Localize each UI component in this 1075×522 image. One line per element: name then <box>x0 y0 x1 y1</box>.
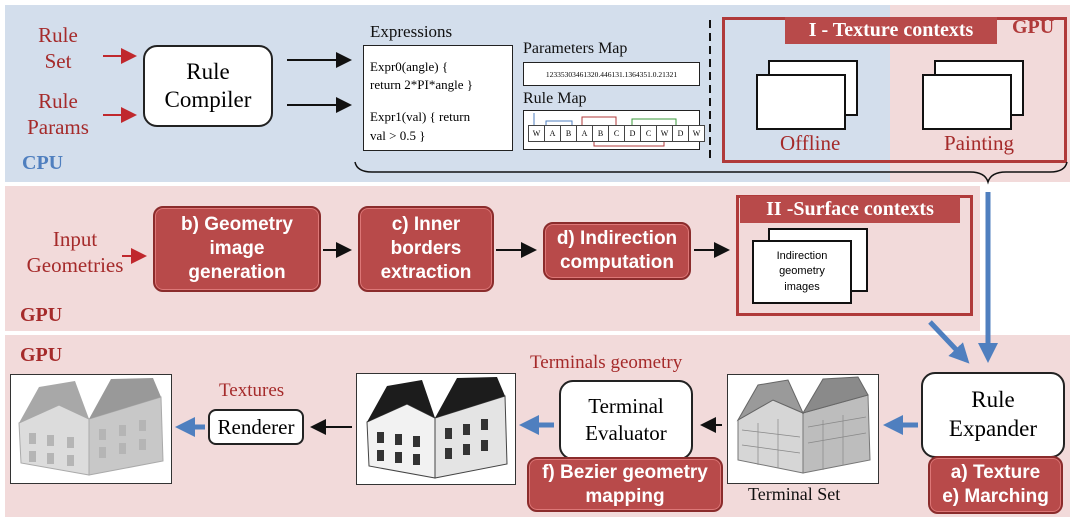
bezier-geometry-mapping-label: f) Bezier geometry mapping <box>542 461 708 507</box>
terminal-set-house-icon <box>736 376 871 474</box>
cpu-label: CPU <box>22 152 64 174</box>
painting-label: Painting <box>944 131 1015 155</box>
rule-map-cell: C <box>608 125 625 142</box>
parameters-map-title: Parameters Map <box>523 40 628 57</box>
offline-sheet-front <box>756 74 846 130</box>
rule-map-title: Rule Map <box>523 90 587 107</box>
renderer-box: Renderer <box>208 409 304 445</box>
rule-map-cell: D <box>624 125 641 142</box>
rule-map-cell: W <box>528 125 545 142</box>
expression-1: Expr1(val) { return val > 0.5 } <box>370 109 471 143</box>
expression-0: Expr0(angle) { return 2*PI*angle } <box>370 59 473 93</box>
surface-contexts-header: II -Surface contexts <box>740 196 960 223</box>
rule-map-cell: W <box>688 125 705 142</box>
rule-expander-box: Rule Expander <box>921 372 1065 458</box>
rule-map-cell: C <box>640 125 657 142</box>
rule-map-cells: W A B A B C D C W D W <box>528 125 705 142</box>
expressions-box: Expr0(angle) { return 2*PI*angle } Expr1… <box>363 45 513 151</box>
indirection-geometry-images-label: Indirection geometry images <box>776 249 828 293</box>
renderer-label: Renderer <box>217 414 295 439</box>
terminal-set-image <box>727 374 879 484</box>
painting-sheet-front <box>922 74 1012 130</box>
offline-label: Offline <box>780 131 841 155</box>
rule-expander-label: Rule Expander <box>948 387 1038 441</box>
textured-house-image <box>356 373 516 485</box>
geometry-image-generation-label: b) Geometry image generation <box>181 214 293 283</box>
texture-marching-label: a) Texture e) Marching <box>942 462 1049 507</box>
indirection-computation-label: d) Indirection computation <box>556 228 678 273</box>
input-geometries-label: Input Geometries <box>26 227 124 278</box>
geometry-image-generation-step: b) Geometry image generation <box>153 206 321 292</box>
rule-map-cell: A <box>544 125 561 142</box>
inner-borders-extraction-step: c) Inner borders extraction <box>358 206 494 292</box>
expressions-title: Expressions <box>370 22 453 41</box>
rule-params-label: Rule Params <box>27 89 89 140</box>
textured-house-icon <box>366 377 508 479</box>
texture-gpu-label: GPU <box>1012 16 1055 38</box>
gpu1-label: GPU <box>20 304 63 326</box>
texture-contexts-header: I - Texture contexts <box>785 17 997 44</box>
rendered-house-icon <box>18 378 164 476</box>
parameters-map-value: 12335303461320.446131.1364351.0.21321 <box>545 69 678 79</box>
rule-map-cell: B <box>592 125 609 142</box>
rule-map-cell: B <box>560 125 577 142</box>
rendered-house-image <box>10 374 172 484</box>
gpu2-label: GPU <box>20 344 63 366</box>
parameters-map-box: 12335303461320.446131.1364351.0.21321 <box>523 62 700 86</box>
rule-map-box: W A B A B C D C W D W <box>523 110 705 150</box>
terminal-evaluator-label: Terminal Evaluator <box>585 393 667 445</box>
rule-map-cell: W <box>656 125 673 142</box>
bezier-geometry-mapping-step: f) Bezier geometry mapping <box>527 457 723 512</box>
inner-borders-extraction-label: c) Inner borders extraction <box>380 214 472 283</box>
surface-sheet-front: Indirection geometry images <box>752 240 852 304</box>
terminal-set-label: Terminal Set <box>748 484 841 504</box>
rule-compiler-box: Rule Compiler <box>143 45 273 127</box>
rule-map-cell: A <box>576 125 593 142</box>
rule-set-label: Rule Set <box>38 23 78 74</box>
terminal-evaluator-box: Terminal Evaluator <box>559 380 693 460</box>
terminals-geometry-label: Terminals geometry <box>530 352 683 373</box>
rule-map-cell: D <box>672 125 689 142</box>
texture-marching-step: a) Texture e) Marching <box>928 456 1063 514</box>
indirection-computation-step: d) Indirection computation <box>543 222 691 280</box>
textures-label: Textures <box>219 380 285 401</box>
rule-compiler-label: Rule Compiler <box>164 59 252 112</box>
